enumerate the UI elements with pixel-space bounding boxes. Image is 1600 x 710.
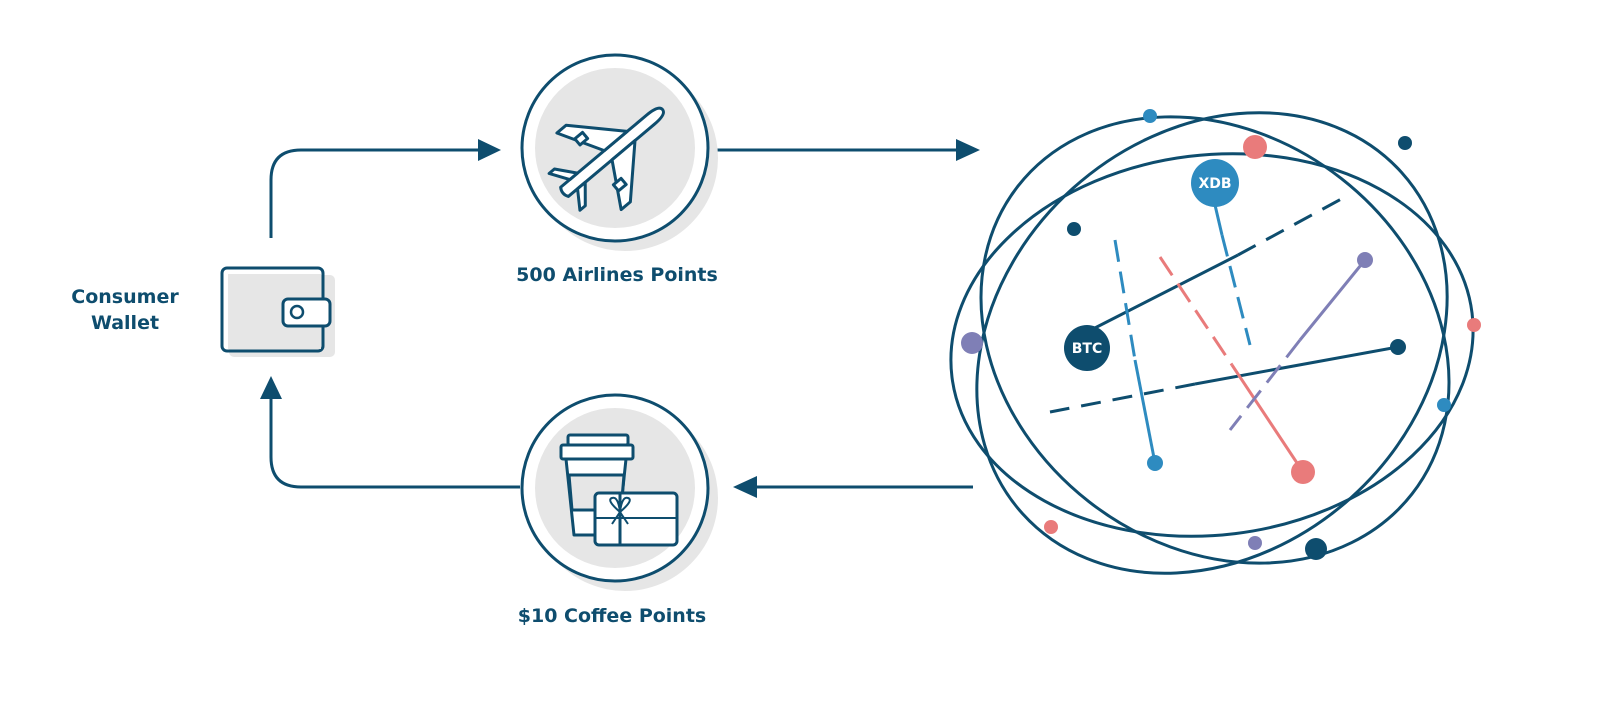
wallet-icon[interactable] xyxy=(220,266,335,357)
arrowhead-icon xyxy=(956,139,980,161)
arrow-wallet-to-airline xyxy=(269,148,480,238)
airplane-points-icon[interactable] xyxy=(520,53,718,251)
arrowhead-icon xyxy=(733,476,757,498)
coffee-points-icon[interactable] xyxy=(520,393,718,591)
link-blue-dashed xyxy=(1113,239,1137,361)
link-red-dashed xyxy=(1158,256,1234,366)
arrowhead-icon xyxy=(478,139,501,161)
link-red xyxy=(1230,364,1305,473)
orbit-ring xyxy=(979,115,1451,565)
gift-card-icon xyxy=(593,491,679,547)
blockchain-network: BTC XDB xyxy=(949,109,1481,575)
airline-points-label: 500 Airlines Points xyxy=(516,264,718,286)
link-xdb-dashed xyxy=(1220,234,1252,346)
btc-node[interactable]: BTC xyxy=(1064,325,1110,371)
wallet-label-line1: Consumer xyxy=(71,286,179,308)
link-purple-dashed xyxy=(1228,339,1302,431)
xdb-label: XDB xyxy=(1198,176,1231,192)
btc-label: BTC xyxy=(1072,341,1103,357)
link-btc xyxy=(1086,253,1239,334)
wallet-label-line2: Wallet xyxy=(90,312,160,334)
orbit-ring xyxy=(975,111,1449,575)
consumer-wallet-label: Consumer Wallet xyxy=(55,284,195,336)
link-navy-dashed xyxy=(1049,382,1196,414)
link-navy xyxy=(1194,345,1399,386)
link-blue xyxy=(1133,359,1157,464)
airplane-icon xyxy=(547,106,665,212)
link-purple xyxy=(1298,259,1367,341)
xdb-node[interactable]: XDB xyxy=(1191,159,1239,207)
arrow-coffee-to-wallet xyxy=(269,398,520,489)
orbit-ring xyxy=(949,152,1475,538)
coffee-points-label: $10 Coffee Points xyxy=(517,605,707,627)
network-dots xyxy=(961,109,1481,560)
arrowhead-icon xyxy=(260,376,282,399)
link-btc-dashed xyxy=(1237,195,1346,257)
link-xdb xyxy=(1213,204,1224,236)
